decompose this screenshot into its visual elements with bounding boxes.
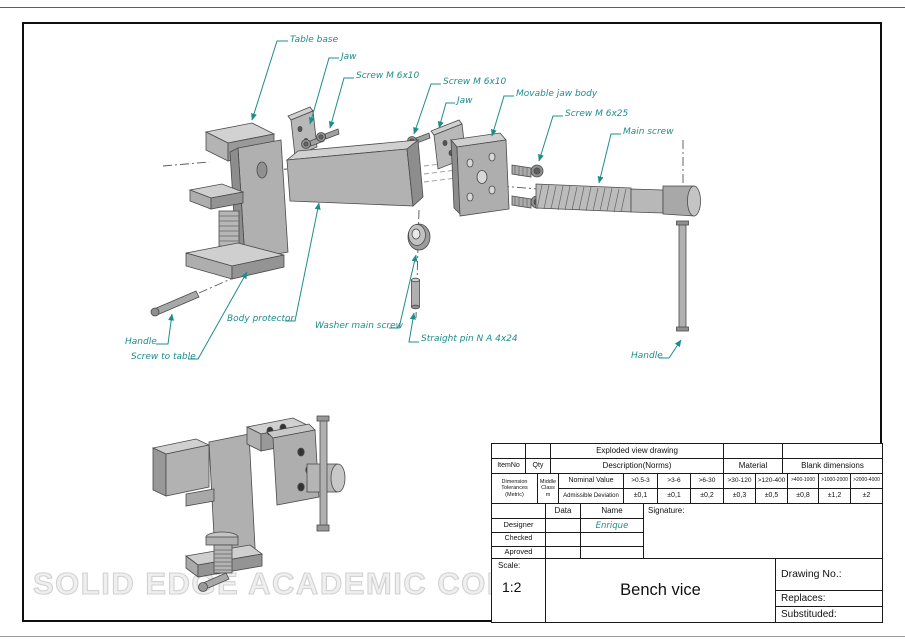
movable-jaw-body-part xyxy=(450,132,510,217)
screws-m6x10-left-part xyxy=(301,128,340,149)
name-col-header: Name xyxy=(580,503,644,519)
callout-main-screw: Main screw xyxy=(623,127,674,137)
deviation-cell: ±0,5 xyxy=(755,488,788,504)
middle-class-label: Middle Class m xyxy=(537,473,559,504)
body-part xyxy=(285,139,424,207)
washer-part xyxy=(407,223,431,251)
callout-screw-m6x25: Screw M 6x25 xyxy=(565,109,629,119)
cell-empty xyxy=(723,443,783,459)
callout-screw-m6x10-left: Screw M 6x10 xyxy=(356,71,420,81)
data-col-header: Data xyxy=(545,503,581,519)
assembled-view xyxy=(151,415,346,592)
exploded-view-header: Exploded view drawing xyxy=(550,443,724,459)
material-header: Material xyxy=(723,458,783,474)
straight-pin-part xyxy=(411,277,420,310)
callout-handle-right: Handle xyxy=(631,351,663,361)
dimension-tolerances-label: Dimension Tolerances (Metric) xyxy=(491,473,538,504)
item-no-header: ItemNo xyxy=(491,458,526,474)
cell-empty xyxy=(491,503,546,519)
signature-cell: Signature: xyxy=(643,503,883,559)
range-cell: >1000-2000 xyxy=(818,473,851,489)
deviation-cell: ±0,2 xyxy=(690,488,724,504)
blank-dimensions-header: Blank dimensions xyxy=(782,458,883,474)
deviation-cell: ±0,3 xyxy=(723,488,756,504)
main-screw-part xyxy=(535,183,701,217)
drawing-no-cell: Drawing No.: xyxy=(775,558,883,591)
scale-value: 1:2 xyxy=(502,579,522,596)
leader-lines xyxy=(156,40,682,360)
range-cell: >0.5-3 xyxy=(623,473,658,489)
cell-empty xyxy=(580,532,644,547)
callout-screw-to-table: Screw to table xyxy=(131,352,196,362)
screws-m6x25-part xyxy=(511,164,544,209)
range-cell: >3-6 xyxy=(657,473,691,489)
deviation-cell: ±2 xyxy=(850,488,883,504)
callout-table-base: Table base xyxy=(290,35,339,45)
designer-name: Enrique xyxy=(580,518,644,533)
deviation-cell: ±0,1 xyxy=(657,488,691,504)
deviation-cell: ±1,2 xyxy=(818,488,851,504)
scale-cell: Scale: 1:2 xyxy=(491,558,546,623)
cell-empty xyxy=(545,532,581,547)
range-cell: >2000-4000 xyxy=(850,473,883,489)
cell-empty xyxy=(525,443,551,459)
scale-label: Scale: xyxy=(498,561,521,570)
admissible-deviation-label: Admissible Deviation xyxy=(558,488,624,504)
cell-empty xyxy=(491,443,526,459)
nominal-value-label: Nominal Value xyxy=(558,473,624,489)
cell-empty xyxy=(782,443,883,459)
range-cell: >30-120 xyxy=(723,473,756,489)
callout-jaw-right: Jaw xyxy=(457,96,473,106)
callout-jaw-left: Jaw xyxy=(341,52,357,62)
callout-straight-pin: Straight pin N A 4x24 xyxy=(421,334,518,344)
window-top-edge xyxy=(0,7,905,8)
title-block: Exploded view drawing ItemNo Qty Descrip… xyxy=(491,443,883,623)
range-cell: >6-30 xyxy=(690,473,724,489)
callout-handle-left: Handle xyxy=(125,337,157,347)
qty-header: Qty xyxy=(525,458,551,474)
deviation-cell: ±0,1 xyxy=(623,488,658,504)
window-bottom-edge xyxy=(0,636,905,637)
callout-screw-m6x10-right: Screw M 6x10 xyxy=(443,77,507,87)
replaces-cell: Replaces: xyxy=(775,590,883,607)
academic-copy-watermark: SOLID EDGE ACADEMIC COPY xyxy=(32,565,532,601)
designer-label: Designer xyxy=(491,518,546,533)
checked-label: Checked xyxy=(491,532,546,547)
range-cell: >400-1000 xyxy=(787,473,819,489)
handle-left-part xyxy=(150,290,200,317)
table-base-part xyxy=(185,122,289,280)
callout-washer-main-screw: Washer main screw xyxy=(315,321,403,331)
callout-movable-jaw-body: Movable jaw body xyxy=(516,89,598,99)
cell-empty xyxy=(545,518,581,533)
callout-body-protector: Body protector xyxy=(227,314,295,324)
deviation-cell: ±0,8 xyxy=(787,488,819,504)
range-cell: >120-400 xyxy=(755,473,788,489)
handle-right-part xyxy=(676,220,689,332)
substituded-cell: Substituded: xyxy=(775,606,883,623)
part-title: Bench vice xyxy=(545,558,776,623)
description-header: Description(Norms) xyxy=(550,458,724,474)
